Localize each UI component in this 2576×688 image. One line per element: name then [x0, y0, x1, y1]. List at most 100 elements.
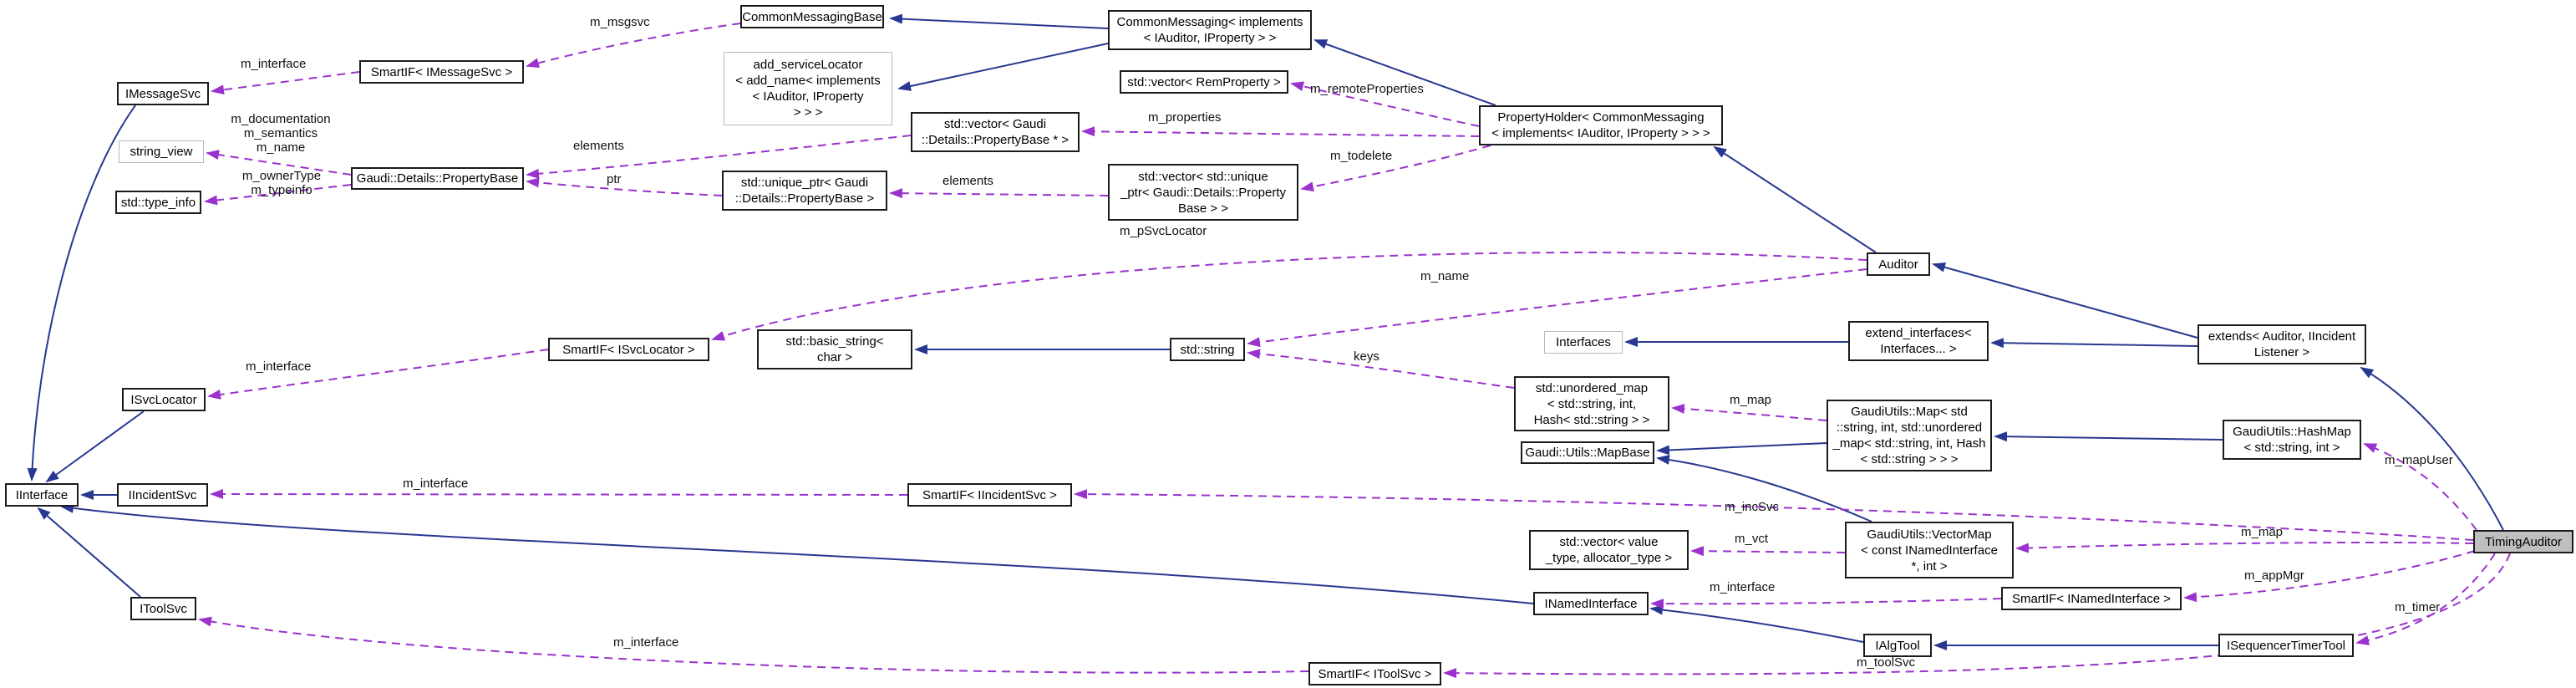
node-common-messaging-base[interactable]: CommonMessagingBase [740, 5, 884, 28]
edge-inh-inamedinterface-iinterface [60, 502, 1534, 604]
edge-label-m-timer: m_timer [2395, 600, 2441, 614]
edge-label-m-mapuser: m_mapUser [2385, 453, 2453, 467]
node-property-holder[interactable]: PropertyHolder< CommonMessaging< impleme… [1479, 105, 1723, 145]
node-vector-remproperty[interactable]: std::vector< RemProperty > [1120, 70, 1288, 94]
edge-inh-vectormap-mapbase [1656, 454, 1872, 522]
node-gaudiutils-map[interactable]: GaudiUtils::Map< std::string, int, std::… [1827, 400, 1992, 471]
edge-label-m-interface-inamedinterface: m_interface [1710, 580, 1776, 594]
edge-label-m-interface-iincidentsvc: m_interface [403, 477, 469, 491]
node-isequencertimertool[interactable]: ISequencerTimerTool [2218, 634, 2354, 657]
edge-inh-commonmessaging-base [889, 13, 1109, 29]
node-iincidentsvc[interactable]: IIncidentSvc [117, 483, 208, 507]
node-add-servicelocator[interactable]: add_serviceLocator< add_name< implements… [724, 52, 892, 125]
edge-inh-extends-auditor [1932, 262, 2198, 339]
node-smartif-imessagesvc[interactable]: SmartIF< IMessageSvc > [359, 60, 524, 84]
edge-inh-itoolsvc-iinterface [37, 507, 141, 598]
edge-use-m-incsvc [1074, 489, 2474, 541]
edge-use-m-interface-itoolsvc [198, 616, 1309, 674]
edge-use-m-interface-iincidentsvc [210, 489, 908, 500]
node-smartif-itoolsvc[interactable]: SmartIF< IToolSvc > [1308, 662, 1441, 685]
node-auditor[interactable]: Auditor [1867, 252, 1930, 276]
edge-label-m-map-2: m_map [2241, 525, 2284, 539]
edge-inh-add-servicelocator [897, 43, 1109, 91]
edge-label-ptr: ptr [607, 172, 622, 186]
node-std-string[interactable]: std::string [1170, 338, 1245, 361]
node-itoolsvc[interactable]: IToolSvc [130, 597, 196, 620]
edge-label-elements-2: elements [943, 174, 993, 188]
node-unordered-map[interactable]: std::unordered_map< std::string, int,Has… [1514, 376, 1669, 431]
node-vector-propertybase-ptr[interactable]: std::vector< Gaudi::Details::PropertyBas… [911, 112, 1080, 152]
edge-label-m-remoteproperties: m_remoteProperties [1310, 82, 1424, 96]
edge-inh-propertyholder-commonmessaging [1313, 39, 1496, 106]
node-inamedinterface[interactable]: INamedInterface [1533, 592, 1649, 615]
edge-label-m-name: m_name [1420, 269, 1470, 283]
edge-inh-hashmap-map [1994, 431, 2223, 442]
node-hashmap[interactable]: GaudiUtils::HashMap< std::string, int > [2223, 420, 2361, 460]
node-basic-string[interactable]: std::basic_string<char > [757, 329, 912, 369]
edge-use-m-psvclocator [711, 252, 1867, 341]
node-vector-valuetype[interactable]: std::vector< value_type, allocator_type … [1529, 530, 1689, 570]
node-ialgtool[interactable]: IAlgTool [1863, 634, 1932, 657]
edge-use-m-map-unordered [1671, 403, 1827, 421]
node-smartif-iincidentsvc[interactable]: SmartIF< IIncidentSvc > [907, 483, 1072, 507]
edge-label-m-toolsvc: m_toolSvc [1857, 655, 1916, 670]
edge-use-ptr [526, 177, 723, 196]
edge-use-m-timer [2355, 553, 2496, 645]
edge-use-m-interface-inamedinterface [1650, 598, 2002, 609]
edge-label-m-vct: m_vct [1735, 532, 1769, 546]
node-mapbase[interactable]: Gaudi::Utils::MapBase [1521, 441, 1654, 464]
node-iinterface[interactable]: IInterface [5, 483, 79, 507]
edge-label-m-psvclocator: m_pSvcLocator [1120, 224, 1207, 238]
node-common-messaging[interactable]: CommonMessaging< implements< IAuditor, I… [1108, 10, 1312, 50]
node-interfaces[interactable]: Interfaces [1544, 331, 1623, 354]
node-smartif-isvclocator[interactable]: SmartIF< ISvcLocator > [548, 338, 709, 361]
node-string-view[interactable]: string_view [119, 140, 204, 163]
node-vector-unique-ptr[interactable]: std::vector< std::unique_ptr< Gaudi::Det… [1108, 164, 1298, 221]
node-vectormap[interactable]: GaudiUtils::VectorMap< const INamedInter… [1845, 522, 2014, 578]
edge-label-m-incsvc: m_incSvc [1725, 500, 1780, 514]
node-extend-interfaces[interactable]: extend_interfaces<Interfaces... > [1848, 321, 1989, 361]
edge-label-m-properties: m_properties [1148, 110, 1222, 125]
node-propertybase[interactable]: Gaudi::Details::PropertyBase [351, 167, 524, 190]
edge-use-keys [1247, 349, 1515, 389]
node-imessagesvc[interactable]: IMessageSvc [117, 82, 209, 105]
edge-use-typeinfo [204, 184, 352, 206]
node-timing-auditor: TimingAuditor [2473, 530, 2573, 553]
edge-label-m-interface-imessagesvc: m_interface [241, 57, 307, 71]
edge-label-m-map-1: m_map [1730, 393, 1772, 407]
edge-inh-extends-extendinterfaces [1990, 338, 2198, 349]
edge-use-m-map-vectormap [2015, 541, 2474, 553]
edge-label-elements-1: elements [573, 139, 624, 153]
edge-use-m-name [1247, 268, 1867, 348]
edge-inh-timingauditor-extends [2360, 366, 2504, 531]
edge-use-m-vct [1690, 546, 1846, 557]
edge-inh-map-mapbase [1656, 442, 1827, 456]
edge-use-m-msgsvc [526, 23, 741, 69]
node-unique-ptr-propertybase[interactable]: std::unique_ptr< Gaudi::Details::Propert… [722, 171, 887, 211]
edge-label-keys: keys [1354, 349, 1379, 364]
edge-use-m-interface-isvclocator [207, 349, 549, 400]
edge-use-m-properties [1081, 126, 1480, 137]
node-isvclocator[interactable]: ISvcLocator [122, 388, 206, 411]
node-smartif-inamedinterface[interactable]: SmartIF< INamedInterface > [2001, 587, 2182, 610]
edge-label-m-interface-itoolsvc: m_interface [613, 635, 679, 650]
edge-use-stringview [206, 150, 352, 176]
edge-label-m-todelete: m_todelete [1330, 149, 1393, 163]
edge-inh-isvclocator-iinterface [45, 410, 145, 483]
edge-label-m-interface-isvclocator: m_interface [246, 359, 312, 374]
edge-use-m-interface-imessagesvc [211, 71, 360, 95]
edge-label-m-appmgr: m_appMgr [2244, 568, 2304, 583]
node-type-info[interactable]: std::type_info [115, 191, 201, 214]
edge-use-m-mapuser [2363, 443, 2477, 531]
edge-use-elements-uniqueptr [889, 188, 1109, 199]
edge-inh-ialgtool-inamedinterface [1649, 604, 1864, 643]
edge-use-m-appmgr [2183, 550, 2476, 603]
edge-label-m-msgsvc: m_msgsvc [590, 15, 650, 29]
edge-inh-auditor-propertyholder [1713, 145, 1877, 253]
edge-inh-imessagesvc-iinterface [27, 104, 136, 482]
edge-use-elements-vector [526, 135, 912, 179]
